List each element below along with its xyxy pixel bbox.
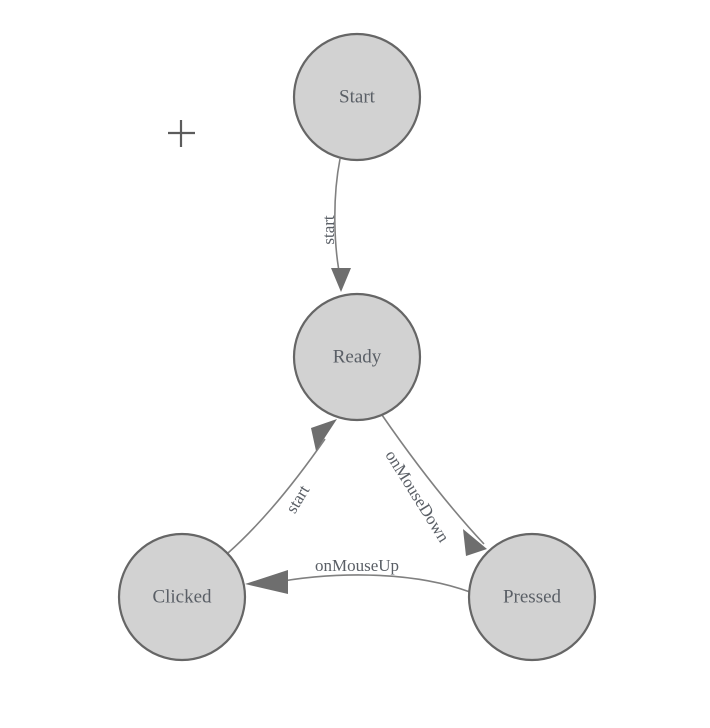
node-ready[interactable]: Ready [292,292,422,422]
arrowhead-into-ready [331,268,351,292]
edge-clicked-to-ready[interactable]: start [227,419,337,554]
edge-path [381,414,485,545]
edge-start-to-ready[interactable]: start [319,158,351,292]
edge-ready-to-pressed[interactable]: onMouseDown [381,414,487,556]
edge-label-start-top: start [319,215,338,245]
plus-cursor-icon [168,120,195,147]
node-circle [292,32,422,162]
edge-pressed-to-clicked[interactable]: onMouseUp [245,556,471,594]
node-circle [292,292,422,422]
node-label-ready: Ready [333,346,382,367]
node-circle [467,532,597,662]
node-label-clicked: Clicked [152,586,212,607]
arrowhead-into-clicked [245,570,288,594]
node-clicked[interactable]: Clicked [117,532,247,662]
edge-label-onmouseup: onMouseUp [315,556,399,575]
node-circle [117,532,247,662]
edge-label-start-bottom: start [282,482,314,517]
node-label-start: Start [339,86,376,107]
node-label-pressed: Pressed [503,586,562,607]
node-pressed[interactable]: Pressed [467,532,597,662]
edge-path [227,438,326,554]
edge-path [271,574,471,593]
node-start[interactable]: Start [292,32,422,162]
arrowhead-into-pressed [463,529,487,556]
arrowhead-into-ready-from-clicked [311,419,337,451]
